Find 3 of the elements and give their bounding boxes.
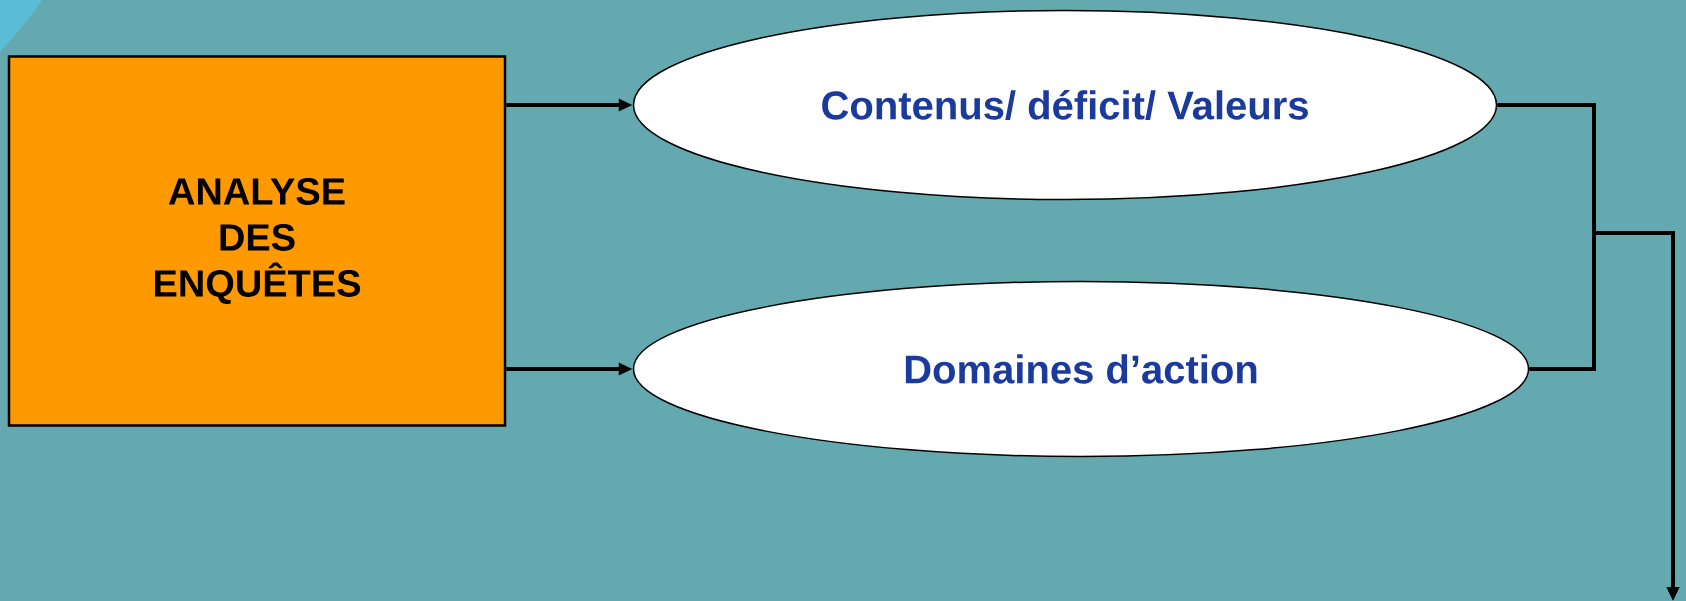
ellipse-node: Domaines d’action: [632, 280, 1530, 458]
process-box: ANALYSE DES ENQUÊTES: [7, 55, 507, 427]
ellipse-node: Contenus/ déficit/ Valeurs: [632, 9, 1498, 201]
